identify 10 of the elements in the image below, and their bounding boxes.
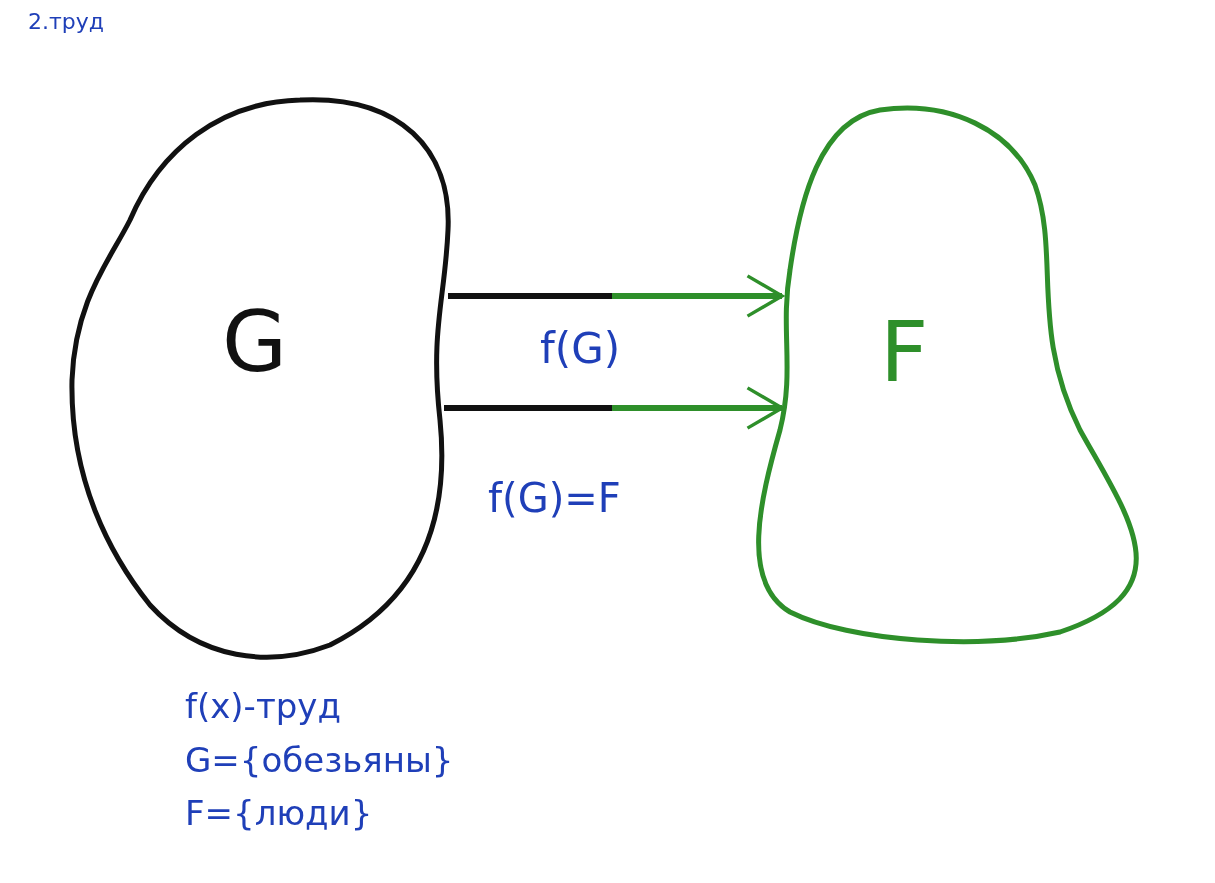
arrow	[448, 274, 784, 318]
equation: f(G)=F	[488, 476, 621, 520]
set-letter: G	[222, 300, 288, 384]
function-label: f(G)	[540, 326, 621, 373]
set-definition: F={люди}	[185, 795, 373, 833]
title: 2.труд	[28, 10, 104, 35]
arrow	[444, 386, 784, 430]
set-letter: F	[880, 310, 929, 394]
set-definition: G={обезьяны}	[185, 742, 454, 780]
note: f(x)-труд	[185, 688, 341, 726]
